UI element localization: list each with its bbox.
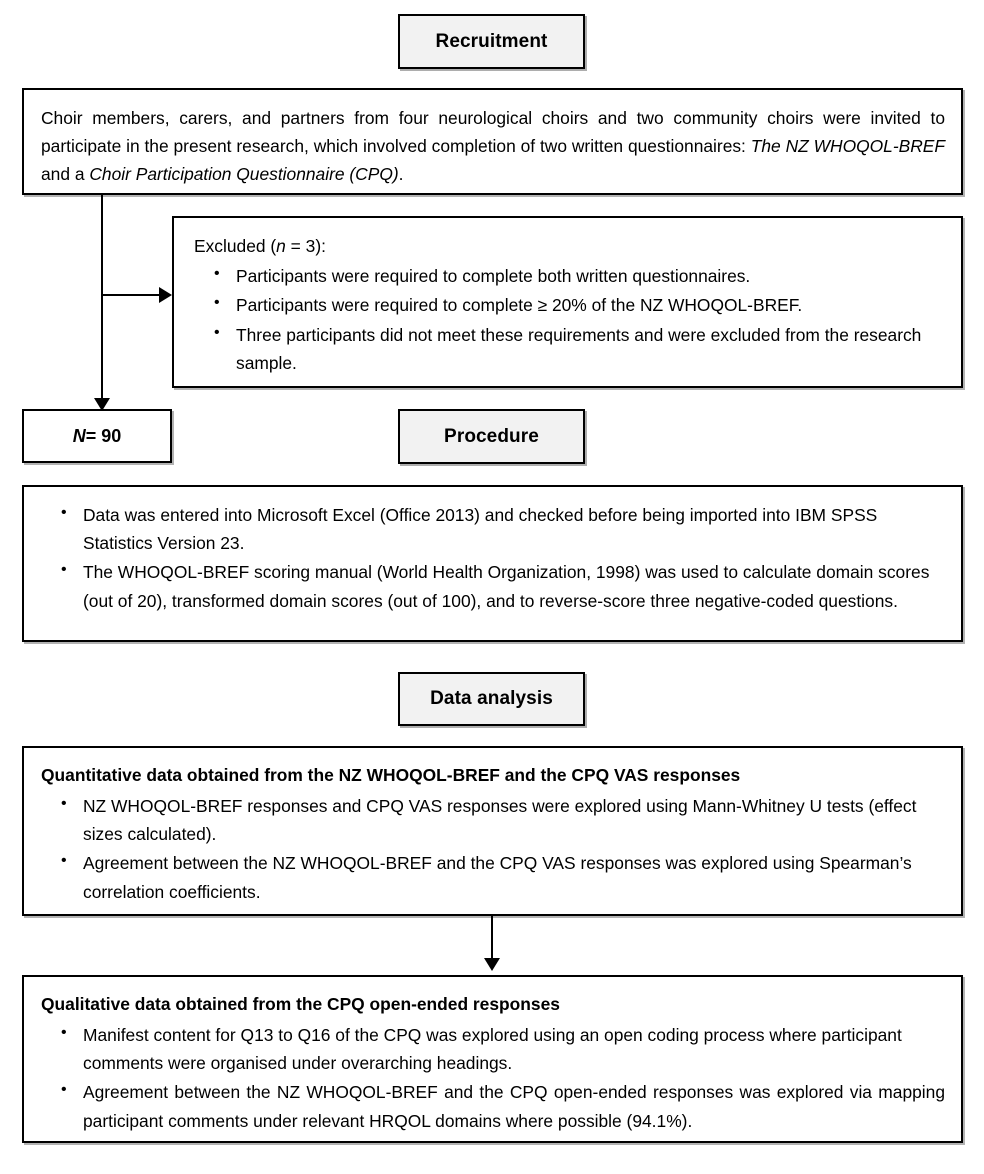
connector-excluded-horizontal [101, 294, 159, 296]
recruitment-content-box: Choir members, carers, and partners from… [22, 88, 963, 195]
sample-size-italic-symbol: N [72, 425, 86, 446]
connector-recruitment-vertical [101, 195, 103, 402]
excluded-bullet-list: Participants were required to complete b… [194, 261, 945, 377]
qualitative-box: Qualitative data obtained from the CPQ o… [22, 975, 963, 1143]
qualitative-bullet-list: Manifest content for Q13 to Q16 of the C… [41, 1020, 945, 1135]
excluded-bullet-item: Three participants did not meet these re… [194, 320, 945, 377]
qualitative-inner: Qualitative data obtained from the CPQ o… [24, 977, 961, 1148]
recruitment-italic-2: Choir Participation Questionnaire (CPQ) [89, 164, 399, 185]
stage-header-recruitment: Recruitment [398, 14, 585, 69]
arrow-head-to-qualitative [484, 958, 500, 971]
procedure-bullet-list: Data was entered into Microsoft Excel (O… [41, 500, 945, 615]
excluded-lead-italic-n: n [276, 236, 286, 256]
stage-header-data-analysis-label: Data analysis [430, 688, 553, 709]
qualitative-bullet-item: Agreement between the NZ WHOQOL-BREF and… [41, 1077, 945, 1134]
arrow-head-to-sample [94, 398, 110, 411]
arrow-head-to-excluded [159, 287, 172, 303]
recruitment-text-1: Choir members, carers, and partners from… [41, 108, 945, 157]
qualitative-bullet-item: Manifest content for Q13 to Q16 of the C… [41, 1020, 945, 1077]
quantitative-bullet-item: Agreement between the NZ WHOQOL-BREF and… [41, 848, 945, 905]
stage-header-data-analysis: Data analysis [398, 672, 585, 726]
quantitative-bullet-item: NZ WHOQOL-BREF responses and CPQ VAS res… [41, 791, 945, 848]
stage-header-procedure: Procedure [398, 409, 585, 464]
recruitment-content-inner: Choir members, carers, and partners from… [24, 90, 961, 201]
excluded-box: Excluded (n = 3): Participants were requ… [172, 216, 963, 388]
qualitative-heading: Qualitative data obtained from the CPQ o… [41, 994, 560, 1014]
recruitment-text-3: . [398, 164, 404, 185]
procedure-bullet-item: The WHOQOL-BREF scoring manual (World He… [41, 557, 945, 614]
excluded-bullet-item: Participants were required to complete b… [194, 261, 945, 290]
quantitative-inner: Quantitative data obtained from the NZ W… [24, 748, 961, 919]
excluded-lead-prefix: Excluded ( [194, 236, 277, 256]
quantitative-heading: Quantitative data obtained from the NZ W… [41, 765, 741, 785]
sample-size-box: N = 90 [22, 409, 172, 463]
procedure-content-inner: Data was entered into Microsoft Excel (O… [24, 487, 961, 628]
excluded-lead: Excluded (n = 3): [194, 232, 945, 260]
excluded-inner: Excluded (n = 3): Participants were requ… [174, 218, 961, 390]
recruitment-paragraph: Choir members, carers, and partners from… [41, 104, 945, 189]
sample-size-value: N = 90 [24, 411, 170, 461]
stage-header-recruitment-label: Recruitment [435, 30, 548, 52]
procedure-bullet-item: Data was entered into Microsoft Excel (O… [41, 500, 945, 557]
stage-header-procedure-label: Procedure [444, 425, 539, 447]
procedure-content-box: Data was entered into Microsoft Excel (O… [22, 485, 963, 642]
sample-size-number: = 90 [85, 425, 122, 446]
excluded-lead-suffix: = 3): [285, 236, 326, 256]
excluded-bullet-item: Participants were required to complete ≥… [194, 290, 945, 319]
quantitative-bullet-list: NZ WHOQOL-BREF responses and CPQ VAS res… [41, 791, 945, 906]
recruitment-italic-1: The NZ WHOQOL-BREF [750, 136, 945, 157]
connector-quantitative-to-qualitative [491, 916, 493, 965]
quantitative-box: Quantitative data obtained from the NZ W… [22, 746, 963, 916]
recruitment-text-2: and a [41, 164, 90, 185]
